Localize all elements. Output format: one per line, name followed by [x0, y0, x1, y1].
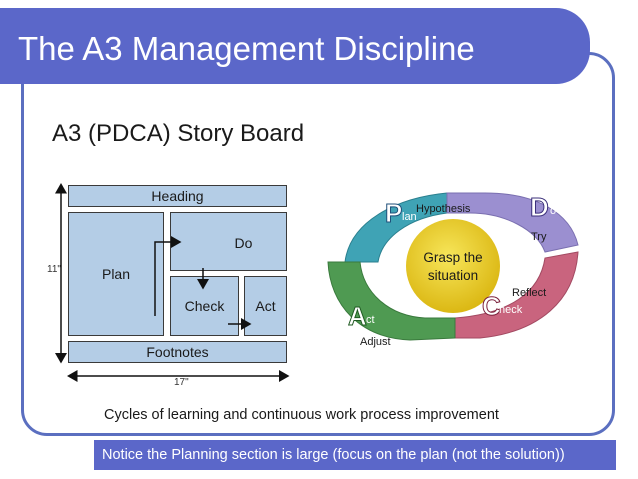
- plan-rest: lan: [402, 211, 417, 223]
- width-label: 17": [174, 377, 189, 388]
- footnotes-box: Footnotes: [68, 341, 287, 363]
- center-circle: [406, 219, 500, 313]
- plan-box: Plan: [68, 212, 164, 336]
- notice-banner: Notice the Planning section is large (fo…: [94, 440, 616, 470]
- title-bar: The A3 Management Discipline: [0, 8, 590, 84]
- center-line-2: situation: [428, 268, 478, 283]
- do-letter: D: [530, 192, 549, 222]
- plan-to-do-arrow: [154, 236, 182, 316]
- act-letter: A: [348, 301, 367, 331]
- reflect-label: Reflect: [512, 287, 546, 299]
- pdca-cycle: [327, 192, 579, 341]
- subtitle: A3 (PDCA) Story Board: [52, 120, 305, 147]
- center-line-1: Grasp the: [423, 250, 482, 265]
- plan-letter: P: [385, 198, 402, 228]
- act-arc: [327, 261, 456, 341]
- check-rest: heck: [499, 304, 523, 316]
- try-label: Try: [531, 231, 547, 243]
- do-rest: o: [550, 205, 556, 217]
- do-arc: [446, 192, 579, 253]
- caption: Cycles of learning and continuous work p…: [104, 407, 499, 423]
- act-rest: ct: [366, 314, 375, 326]
- notice-text: Notice the Planning section is large (fo…: [102, 447, 565, 463]
- hypothesis-label: Hypothesis: [416, 203, 471, 215]
- adjust-label: Adjust: [360, 336, 391, 348]
- check-letter: C: [482, 291, 501, 321]
- heading-box: Heading: [68, 185, 287, 207]
- height-label: 11": [47, 264, 61, 275]
- do-label: Do: [234, 235, 253, 251]
- plan-label: Plan: [101, 266, 131, 282]
- do-box: Do: [170, 212, 287, 271]
- page-title: The A3 Management Discipline: [18, 30, 475, 67]
